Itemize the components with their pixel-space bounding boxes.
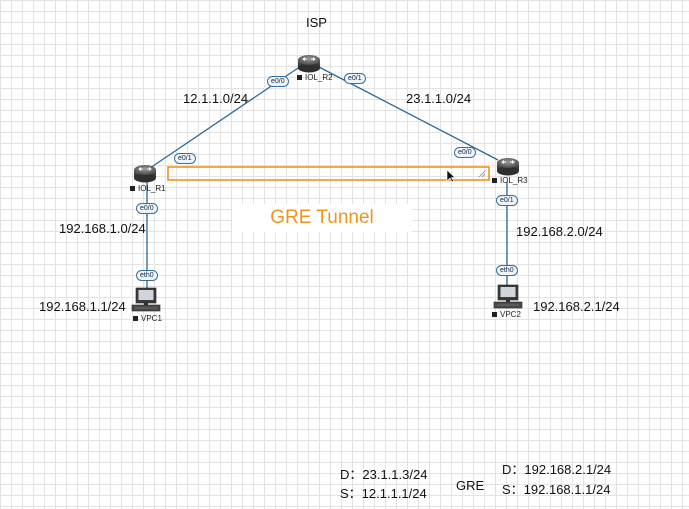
port-vpc1-eth0[interactable]: eth0 (136, 270, 158, 281)
inner-source-label: S：192.168.1.1/24 (502, 482, 611, 497)
node-status-icon (130, 186, 135, 191)
port-r1-e0-0[interactable]: e0/0 (136, 203, 158, 214)
vpc2-label: VPC2 (500, 310, 521, 319)
inner-destination-label: D：192.168.2.1/24 (502, 462, 612, 477)
isp-title: ISP (306, 15, 327, 30)
gre-header-label: GRE (456, 478, 485, 493)
node-status-icon (133, 316, 138, 321)
port-r3-e0-0[interactable]: e0/0 (454, 147, 476, 158)
outer-source-label: S：12.1.1.1/24 (340, 486, 427, 501)
gre-tunnel-bar[interactable] (167, 166, 490, 181)
mouse-cursor-icon (446, 169, 456, 183)
subnet-lan2-label: 192.168.2.0/24 (516, 224, 603, 239)
port-r2-e0-0[interactable]: e0/0 (267, 76, 289, 87)
vpc2-ip-label: 192.168.2.1/24 (533, 299, 620, 314)
subnet-r1-r2-label: 12.1.1.0/24 (183, 91, 249, 106)
port-r3-e0-1[interactable]: e0/1 (496, 195, 518, 206)
router-r2-name: IOL_R2 (297, 74, 333, 82)
node-status-icon (492, 178, 497, 183)
subnet-r2-r3-label: 23.1.1.0/24 (406, 91, 472, 106)
router-r1-icon[interactable] (134, 165, 156, 183)
vpc1-ip-label: 192.168.1.1/24 (39, 299, 126, 314)
gre-tunnel-label: GRE Tunnel (232, 204, 412, 232)
router-r3-icon[interactable] (497, 158, 519, 176)
vpc1-name: VPC1 (133, 315, 162, 323)
computer-vpc1-icon[interactable] (131, 287, 161, 312)
router-r2-label: IOL_R2 (305, 73, 333, 82)
port-r1-e0-1[interactable]: e0/1 (174, 153, 196, 164)
vpc1-label: VPC1 (141, 314, 162, 323)
router-r3-name: IOL_R3 (492, 177, 528, 185)
node-status-icon (492, 312, 497, 317)
computer-vpc2-icon[interactable] (493, 284, 523, 309)
router-r1-label: IOL_R1 (138, 184, 166, 193)
resize-handle-icon[interactable] (478, 170, 486, 178)
subnet-lan1-label: 192.168.1.0/24 (59, 221, 146, 236)
vpc2-name: VPC2 (492, 311, 521, 319)
router-r3-label: IOL_R3 (500, 176, 528, 185)
router-r2-icon[interactable] (298, 55, 320, 73)
node-status-icon (297, 75, 302, 80)
port-vpc2-eth0[interactable]: eth0 (496, 265, 518, 276)
router-r1-name: IOL_R1 (130, 185, 166, 193)
outer-destination-label: D：23.1.1.3/24 (340, 467, 428, 482)
port-r2-e0-1[interactable]: e0/1 (344, 73, 366, 84)
